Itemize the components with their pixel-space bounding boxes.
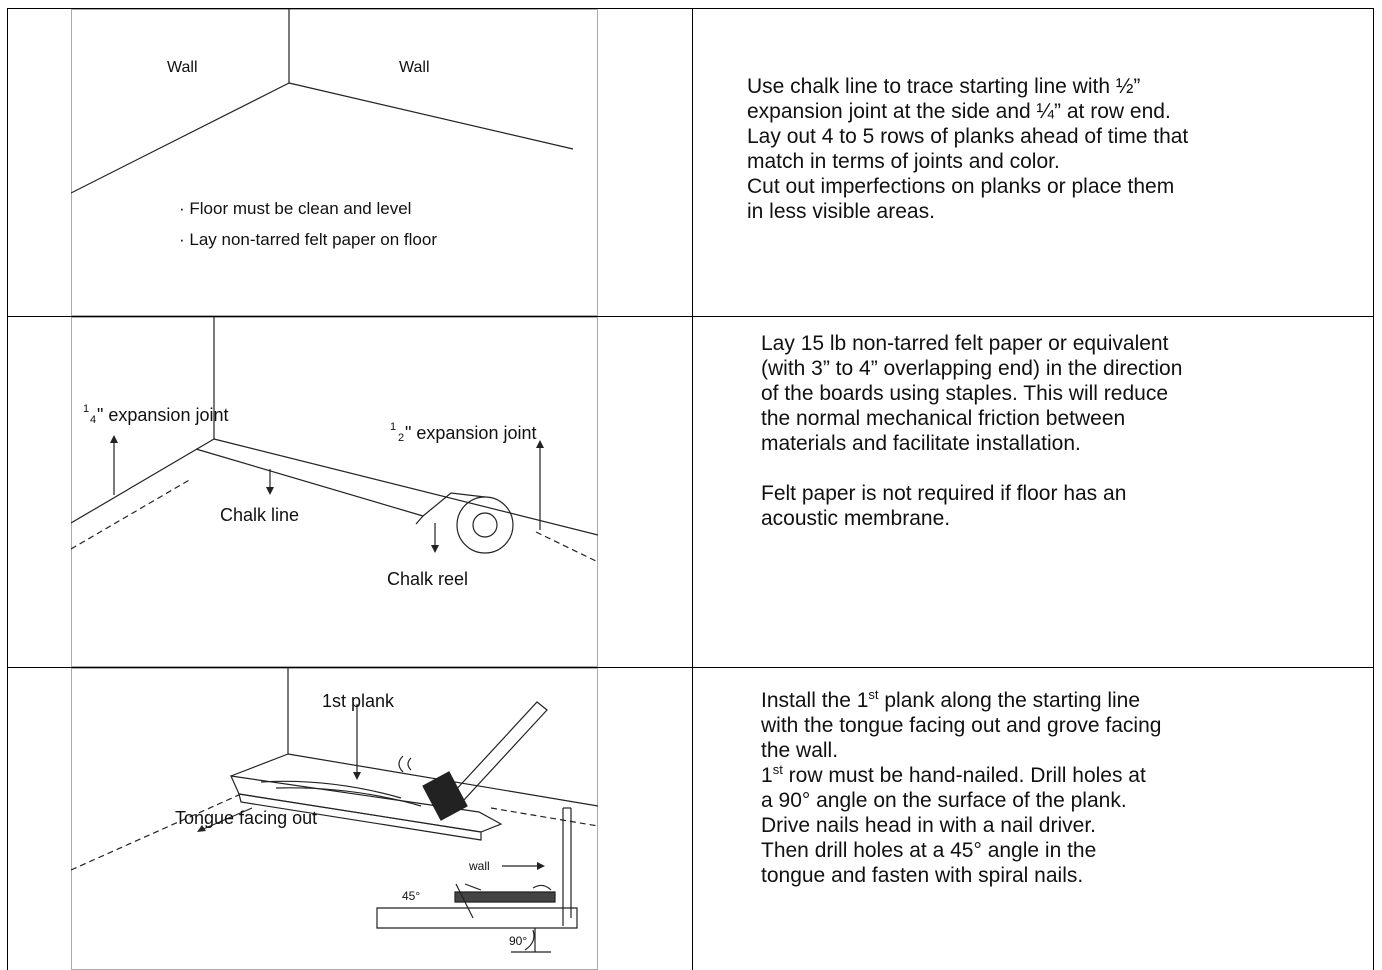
- step-2-line: Felt paper is not required if floor has …: [761, 482, 1127, 505]
- step-3-line: Then drill holes at a 45° angle in the: [761, 839, 1097, 862]
- step-3-text: plank along the starting line: [878, 689, 1141, 712]
- joint-left-label: " expansion joint: [97, 405, 228, 425]
- table-border-right: [1373, 8, 1374, 970]
- figure-chalk-line: 1 4 " expansion joint 1 2 " expansion jo…: [71, 317, 598, 667]
- step-1-line: in less visible areas.: [747, 200, 935, 223]
- table-column-divider: [692, 8, 693, 970]
- step-2-line: (with 3” to 4” overlapping end) in the d…: [761, 357, 1183, 380]
- step-3-line: the wall.: [761, 739, 839, 762]
- figure-first-plank: 1st plank Tongue facing out wall 45° 90°: [71, 668, 598, 970]
- wall-label-right: Wall: [399, 59, 430, 76]
- angle-45-label: 45°: [402, 889, 420, 903]
- step-2-line: materials and facilitate installation.: [761, 432, 1081, 455]
- ordinal-suffix: st: [868, 687, 879, 702]
- step-1-line: Use chalk line to trace starting line wi…: [747, 75, 1141, 98]
- step-3-text: Install the 1: [761, 689, 869, 712]
- figure-room-corner: Wall Wall · Floor must be clean and leve…: [71, 9, 598, 316]
- step-3-line: Install the 1st plank along the starting…: [761, 688, 1161, 713]
- tongue-facing-out-label: Tongue facing out: [175, 808, 317, 828]
- chalk-reel-label: Chalk reel: [387, 569, 468, 589]
- joint-left-denominator: 4: [90, 414, 96, 426]
- step-1-description: Use chalk line to trace starting line wi…: [747, 74, 1188, 224]
- joint-left-numerator: 1: [83, 403, 89, 415]
- first-plank-label: 1st plank: [322, 691, 395, 711]
- step-1-line: expansion joint at the side and ¼” at ro…: [747, 100, 1171, 123]
- step-3-description: Install the 1st plank along the starting…: [761, 688, 1161, 888]
- table-border-top: [7, 8, 1374, 9]
- chalk-line-label: Chalk line: [220, 505, 299, 525]
- table-row-divider-2: [7, 667, 1374, 668]
- paragraph-gap: [761, 456, 1182, 481]
- table-border-left: [7, 8, 8, 970]
- joint-right-label: " expansion joint: [405, 423, 536, 443]
- step-2-line: acoustic membrane.: [761, 507, 951, 530]
- angle-90-label: 90°: [509, 934, 527, 948]
- step-3-line: tongue and fasten with spiral nails.: [761, 864, 1084, 887]
- step-2-line: the normal mechanical friction between: [761, 407, 1126, 430]
- step-3-line: with the tongue facing out and grove fac…: [761, 714, 1162, 737]
- step-3-line: a 90° angle on the surface of the plank.: [761, 789, 1127, 812]
- step-1-line: match in terms of joints and color.: [747, 150, 1060, 173]
- ordinal-suffix: st: [772, 762, 783, 777]
- step-3-text: row must be hand-nailed. Drill holes at: [782, 764, 1146, 787]
- step-1-line: Lay out 4 to 5 rows of planks ahead of t…: [747, 125, 1189, 148]
- step-3-text: 1: [761, 764, 773, 787]
- bullet-felt-paper: · Lay non-tarred felt paper on floor: [179, 230, 437, 249]
- wall-label-left: Wall: [167, 59, 198, 76]
- step-2-line: of the boards using staples. This will r…: [761, 382, 1168, 405]
- table-row-divider-1: [7, 316, 1374, 317]
- step-2-description: Lay 15 lb non-tarred felt paper or equiv…: [761, 331, 1182, 531]
- bullet-floor-clean: · Floor must be clean and level: [179, 199, 411, 218]
- wall-detail-label: wall: [468, 859, 490, 873]
- step-1-line: Cut out imperfections on planks or place…: [747, 175, 1175, 198]
- step-3-line: 1st row must be hand-nailed. Drill holes…: [761, 763, 1161, 788]
- joint-right-numerator: 1: [390, 421, 396, 433]
- joint-right-denominator: 2: [398, 432, 404, 444]
- step-2-line: Lay 15 lb non-tarred felt paper or equiv…: [761, 332, 1169, 355]
- step-3-line: Drive nails head in with a nail driver.: [761, 814, 1096, 837]
